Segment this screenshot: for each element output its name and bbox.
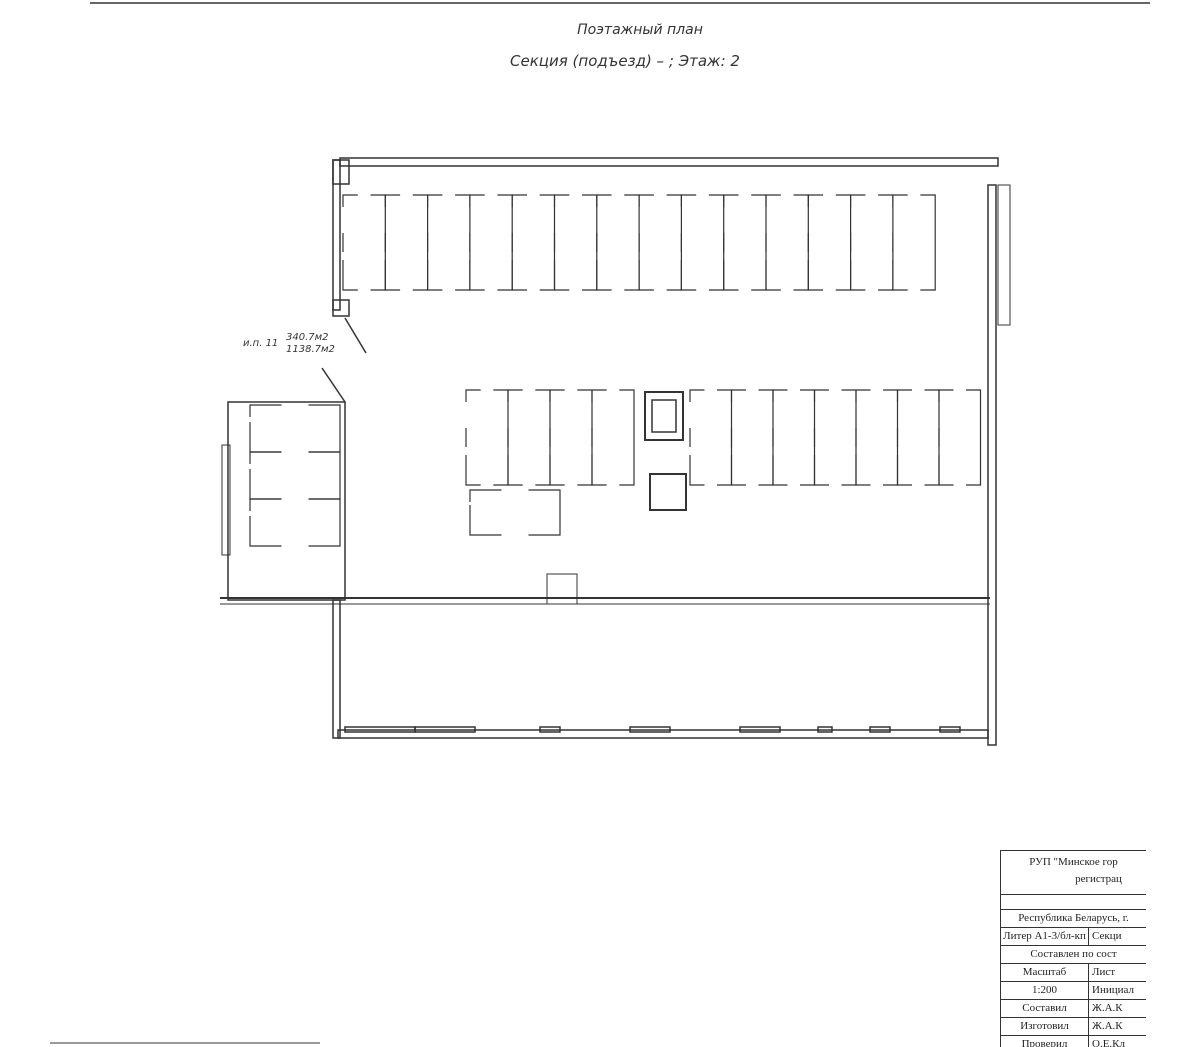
row-label: Проверил	[1001, 1036, 1089, 1047]
elevator-cabin	[651, 399, 677, 433]
column-left-mid	[332, 299, 350, 317]
storage-cell	[549, 389, 593, 486]
storage-cell	[427, 194, 471, 291]
address: Республика Беларусь, г.	[1018, 912, 1129, 924]
storage-cell	[892, 194, 936, 291]
annotation-area-2: 1138.7м2	[286, 344, 335, 355]
storage-cell	[689, 389, 733, 486]
row-label: 1:200	[1001, 982, 1089, 999]
org-line-2: регистрац	[1075, 873, 1122, 885]
window	[939, 726, 961, 733]
left-wall-lower	[332, 599, 341, 739]
compiled-by-state: Составлен по сост	[1030, 948, 1117, 960]
row-value: Лист	[1092, 966, 1116, 978]
plan-title: Поэтажный план	[577, 22, 703, 38]
storage-cell	[723, 194, 767, 291]
row-value: Инициал	[1092, 984, 1134, 996]
storage-cell	[469, 489, 561, 536]
plan-subtitle: Секция (подъезд) – ; Этаж: 2	[510, 52, 740, 70]
storage-cell	[938, 389, 982, 486]
left-annex	[227, 401, 346, 601]
storage-cell	[813, 389, 857, 486]
row-label: Составил	[1001, 1000, 1089, 1017]
storage-cell	[638, 194, 682, 291]
storage-cell	[465, 389, 509, 486]
bottom-wall	[337, 729, 989, 739]
storage-cell	[249, 451, 341, 500]
storage-cell	[807, 194, 852, 291]
diagonal-leader-2	[321, 367, 346, 403]
diagonal-leader	[344, 317, 367, 354]
storage-cell	[342, 194, 386, 291]
storage-cell	[511, 194, 556, 291]
row-value: Ж.А.К	[1092, 1002, 1123, 1014]
row-label: Изготовил	[1001, 1018, 1089, 1035]
shaft-lower	[649, 473, 687, 511]
storage-cell	[850, 194, 894, 291]
window	[739, 726, 781, 733]
storage-cell	[249, 404, 341, 453]
right-stair	[997, 184, 1011, 326]
storage-cell	[249, 498, 341, 547]
storage-cell	[730, 389, 774, 486]
elevator-shaft	[644, 391, 684, 441]
storage-cell	[469, 194, 513, 291]
row-value: Ж.А.К	[1092, 1020, 1123, 1032]
window	[629, 726, 671, 733]
storage-cell	[765, 194, 809, 291]
annotation-label: и.п. 11	[243, 338, 279, 349]
row-value: О.Е.Кл	[1092, 1038, 1125, 1047]
section: Секци	[1092, 930, 1122, 942]
liter: Литер А1-3/бл-кп	[1001, 928, 1089, 945]
storage-cell	[384, 194, 429, 291]
storage-cell	[591, 389, 635, 486]
annotation-area-1: 340.7м2	[286, 332, 329, 343]
storage-cell	[680, 194, 725, 291]
row-label: Масштаб	[1001, 964, 1089, 981]
storage-cell	[507, 389, 551, 486]
window	[414, 726, 476, 733]
storage-cell	[596, 194, 640, 291]
central-stair	[546, 573, 578, 605]
storage-cell	[553, 194, 598, 291]
storage-cell	[772, 389, 816, 486]
window	[539, 726, 561, 733]
title-block: РУП "Минское гор регистрац Республика Бе…	[1000, 850, 1146, 1047]
annex-window	[221, 444, 231, 556]
storage-cell	[896, 389, 940, 486]
window	[817, 726, 833, 733]
right-wall	[987, 184, 997, 746]
top-wall	[339, 157, 999, 167]
left-wall-upper	[332, 159, 341, 311]
column-top-left	[332, 159, 350, 185]
storage-cell	[855, 389, 899, 486]
window	[869, 726, 891, 733]
org-line-1: РУП "Минское гор	[1029, 856, 1118, 868]
